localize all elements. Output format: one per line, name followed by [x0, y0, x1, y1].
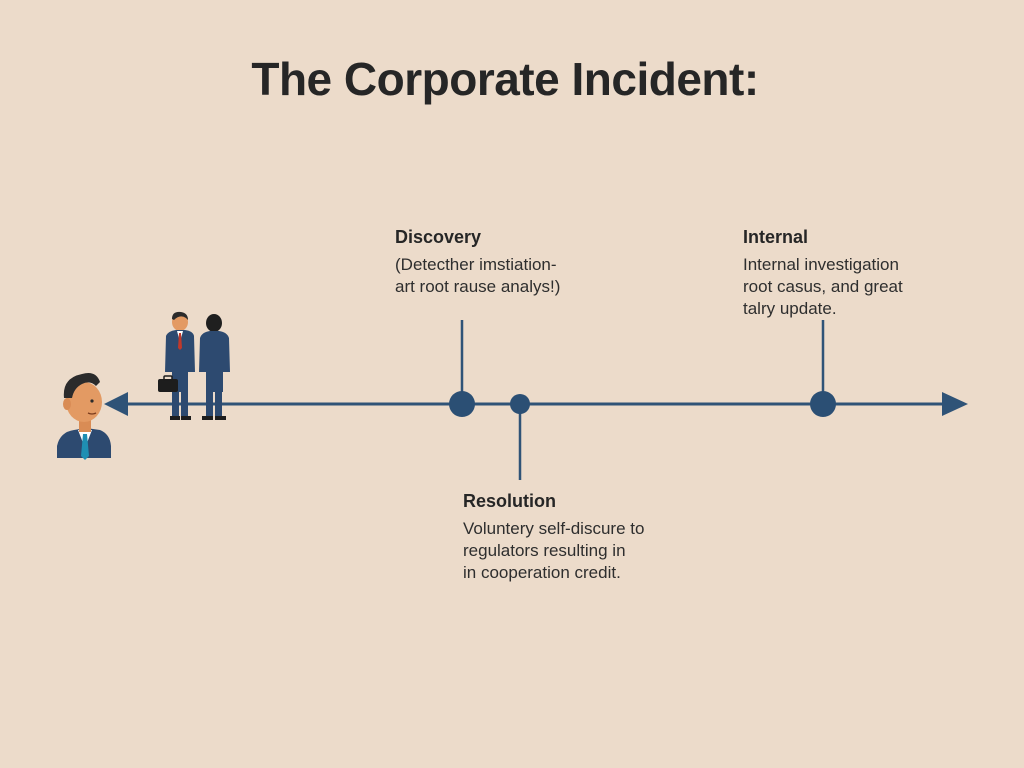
event-resolution: Resolution Voluntery self-discure to reg… [463, 490, 644, 584]
event-internal: Internal Internal investigation root cas… [743, 226, 903, 320]
event-discovery-title: Discovery [395, 227, 482, 247]
event-resolution-line: regulators resulting in [463, 541, 626, 560]
event-internal-description: Internal investigation root casus, and g… [743, 254, 903, 320]
page-title: The Corporate Incident: [251, 53, 759, 105]
event-resolution-line: in cooperation credit. [463, 563, 621, 582]
discovery-marker [449, 391, 475, 417]
event-discovery-line: art root rause analys!) [395, 277, 561, 296]
internal-marker [810, 391, 836, 417]
event-resolution-line: Voluntery self-discure to [463, 519, 645, 538]
event-internal-title: Internal [743, 227, 809, 247]
businessman-avatar-icon [57, 373, 111, 460]
briefcase-icon [158, 375, 178, 392]
event-resolution-title: Resolution [463, 491, 556, 511]
timeline-arrow-left [104, 392, 128, 416]
resolution-marker [510, 394, 530, 414]
event-resolution-description: Voluntery self-discure to regulators res… [463, 518, 644, 584]
event-discovery-line: (Detecther imstiation- [395, 255, 557, 274]
event-internal-line: Internal investigation [743, 255, 899, 274]
event-internal-line: talry update. [743, 299, 837, 318]
two-businessmen-icon [165, 311, 230, 420]
event-discovery: Discovery (Detecther imstiation- art roo… [395, 226, 560, 298]
event-discovery-description: (Detecther imstiation- art root rause an… [395, 254, 560, 298]
event-internal-line: root casus, and great [743, 277, 903, 296]
timeline-arrow-right [942, 392, 968, 416]
